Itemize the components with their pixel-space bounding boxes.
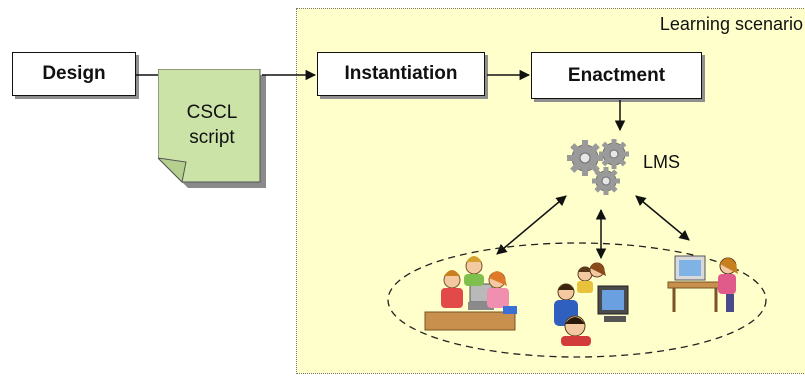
students-computer-icon (554, 262, 629, 346)
learner-desk-icon (667, 255, 738, 312)
design-box: Design (12, 52, 136, 96)
cscl-script-document (158, 69, 266, 188)
lms-to-group-right-arrow (635, 195, 690, 241)
script-label-line2: script (189, 127, 235, 148)
cscl-script-label: CSCL script (158, 100, 266, 150)
lms-label: LMS (643, 152, 681, 172)
instantiation-box: Instantiation (317, 52, 485, 96)
gears-icon (567, 139, 629, 195)
scenario-title: Learning scenario (659, 14, 803, 34)
participants-ellipse (387, 242, 767, 358)
children-group-icon (424, 256, 517, 331)
enactment-box: Enactment (531, 52, 702, 99)
script-label-line1: CSCL (186, 102, 238, 123)
lms-to-group-left-arrow (496, 195, 567, 255)
